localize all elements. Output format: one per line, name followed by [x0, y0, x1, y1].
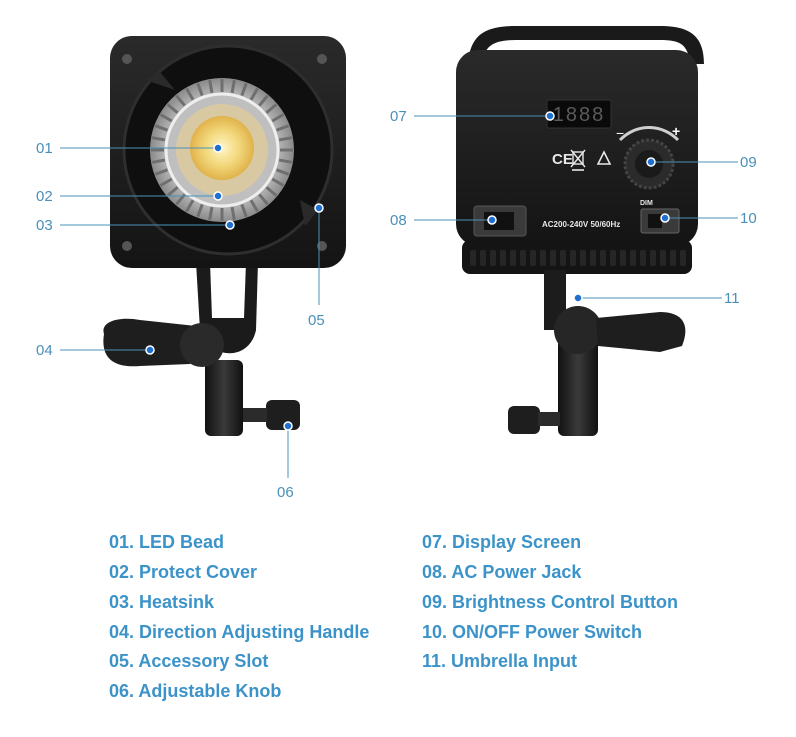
- callout-dots: [145, 111, 670, 431]
- callouts: [60, 115, 738, 478]
- callout-02: 02: [36, 188, 53, 205]
- power-rating: AC200-240V 50/60Hz: [542, 220, 620, 229]
- vent-slot: [650, 250, 656, 266]
- legend-item-display-screen: 07. Display Screen: [422, 532, 582, 552]
- vent-slot: [540, 250, 546, 266]
- callout-05: 05: [308, 312, 325, 329]
- back-housing: [456, 50, 698, 246]
- legend-item-ac-power-jack: 08. AC Power Jack: [422, 562, 582, 582]
- heatsink-fin: [240, 203, 248, 218]
- vent-slot: [590, 250, 596, 266]
- heatsink-fin: [249, 199, 259, 213]
- heatsink-fin: [196, 82, 204, 97]
- heatsink-fin: [258, 193, 269, 206]
- heatsink-fin: [159, 113, 173, 123]
- front-view: [103, 36, 346, 436]
- recycle-icon: [596, 150, 612, 165]
- heatsink-fin: [278, 136, 293, 142]
- vent-slot: [680, 250, 686, 266]
- legend-item-protect-cover: 02. Protect Cover: [109, 562, 258, 582]
- callout-06: 06: [277, 484, 294, 501]
- heatsink-fin: [154, 168, 169, 176]
- vent-slot: [480, 250, 486, 266]
- heatsink-fin: [208, 79, 214, 94]
- vent-slot: [610, 250, 616, 266]
- vent-slot: [640, 250, 646, 266]
- vent-slot: [560, 250, 566, 266]
- vent-slot: [620, 250, 626, 266]
- heatsink-fin: [278, 158, 293, 164]
- heatsink-fin: [154, 124, 169, 132]
- heatsink-fin: [275, 168, 290, 176]
- vent-slot: [550, 250, 556, 266]
- callout-10: 10: [740, 210, 757, 227]
- vent-slot: [630, 250, 636, 266]
- heatsink-fin: [240, 82, 248, 97]
- dial-minus: −: [616, 125, 624, 141]
- callout-08: 08: [390, 212, 407, 229]
- heatsink-fin: [265, 186, 278, 197]
- carry-handle: [468, 26, 704, 64]
- vent-slot: [490, 250, 496, 266]
- vent-slot: [670, 250, 676, 266]
- display-digits: 1888: [553, 104, 606, 126]
- heatsink-fin: [265, 103, 278, 114]
- back-view: 1888 CE − + AC200-240V 50/60Hz DIM: [456, 26, 704, 436]
- vent-slot: [500, 250, 506, 266]
- adjustable-knob: [266, 400, 300, 430]
- vent-slot: [520, 250, 526, 266]
- legend-item-accessory-slot: 05. Accessory Slot: [109, 651, 269, 671]
- vent-slot: [570, 250, 576, 266]
- vent-slot: [660, 250, 666, 266]
- callout-07: 07: [390, 108, 407, 125]
- legend-item-heatsink: 03. Heatsink: [109, 592, 215, 612]
- callout-03: 03: [36, 217, 53, 234]
- callout-09: 09: [740, 154, 757, 171]
- back-stem: [558, 338, 598, 436]
- heatsink-fin: [185, 87, 195, 101]
- heatsink-fin: [230, 206, 236, 221]
- front-stem: [205, 360, 243, 436]
- callout-11: 11: [724, 290, 740, 307]
- vent-slot: [530, 250, 536, 266]
- heatsink-fin: [208, 206, 214, 221]
- heatsink-fin: [151, 158, 166, 164]
- heatsink-fin: [175, 94, 186, 107]
- heatsink-fin: [271, 113, 285, 123]
- heatsink-fin: [230, 79, 236, 94]
- heatsink-fin: [159, 177, 173, 187]
- legend-item-adjustable-knob: 06. Adjustable Knob: [109, 681, 282, 701]
- legend-item-led-bead: 01. LED Bead: [109, 532, 225, 552]
- vent-slot: [470, 250, 476, 266]
- heatsink-fin: [258, 94, 269, 107]
- heatsink-fin: [249, 87, 259, 101]
- heatsink-fin: [185, 199, 195, 213]
- weee-bin-icon: [570, 149, 586, 171]
- legend-item-direction-handle: 04. Direction Adjusting Handle: [109, 622, 370, 642]
- callout-01: 01: [36, 140, 53, 157]
- callout-04: 04: [36, 342, 53, 359]
- heatsink-fin: [275, 124, 290, 132]
- heatsink-fin: [271, 177, 285, 187]
- vent-slot: [580, 250, 586, 266]
- vent-slot: [600, 250, 606, 266]
- direction-handle: [103, 318, 208, 367]
- heatsink-fin: [196, 203, 204, 218]
- heatsink-fin: [166, 186, 179, 197]
- legend-item-brightness-control: 09. Brightness Control Button: [422, 592, 678, 612]
- legend-item-umbrella-input: 11. Umbrella Input: [422, 651, 578, 671]
- vent-slot: [510, 250, 516, 266]
- heatsink-fin: [151, 136, 166, 142]
- legend-item-power-switch: 10. ON/OFF Power Switch: [422, 622, 643, 642]
- dim-label: DIM: [640, 200, 653, 207]
- ce-mark: CE: [552, 151, 573, 168]
- heatsink-fin: [166, 103, 179, 114]
- umbrella-input: [554, 306, 602, 354]
- dial-plus: +: [672, 123, 680, 139]
